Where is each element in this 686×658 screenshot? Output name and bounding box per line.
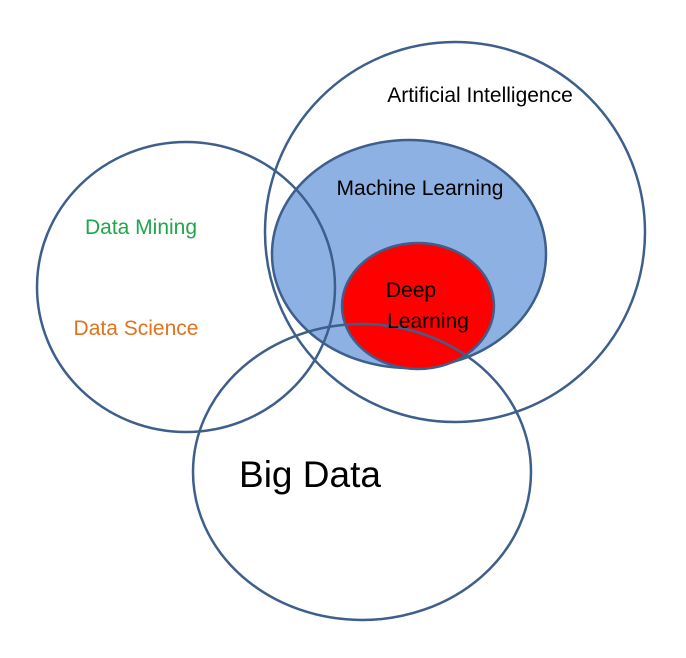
data-science-circle: [35, 140, 337, 434]
big-data-label: Big Data: [239, 454, 381, 495]
deep-learning-ellipse: [340, 241, 496, 371]
machine-learning-label: Machine Learning: [337, 177, 504, 200]
deep-learning-label-line1: Deep: [386, 279, 436, 302]
artificial-intelligence-circle: [263, 40, 647, 424]
data-science-label: Data Science: [74, 317, 199, 340]
data-mining-label: Data Mining: [85, 216, 197, 239]
deep-learning-label-line2: Learning: [387, 310, 469, 333]
big-data-circle: [191, 322, 533, 622]
artificial-intelligence-label: Artificial Intelligence: [387, 84, 573, 107]
